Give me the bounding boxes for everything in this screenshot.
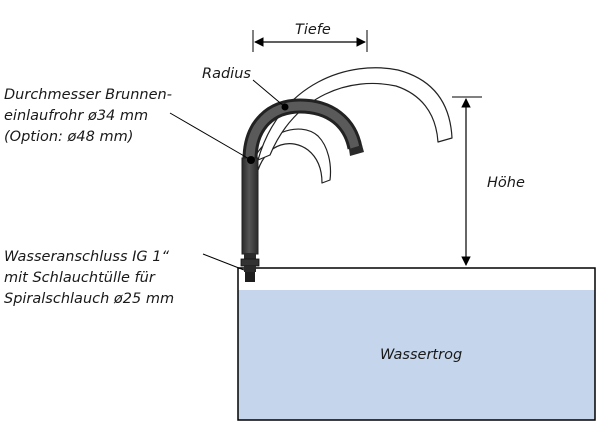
trough-label: Wassertrog: [380, 347, 463, 363]
diameter-leader-line: [169, 112, 252, 161]
radius-leader-line: [252, 79, 286, 108]
water-connection-label: Wasseranschluss IG 1“ mit Schlauchtülle …: [4, 247, 174, 310]
height-dimension: [452, 96, 482, 266]
water-trough: [237, 267, 596, 421]
water-connection-fitting: [240, 253, 260, 282]
trough-outline: [237, 267, 596, 421]
water-connection-line-1: Wasseranschluss IG 1“: [4, 249, 170, 265]
pipe-diameter-label: Durchmesser Brunnen- einlaufrohr ø34 mm …: [4, 85, 172, 148]
inlet-pipe-highlight: [245, 101, 360, 161]
connection-leader-line: [202, 253, 245, 271]
depth-dimension: [252, 30, 368, 52]
pipe-diameter-line-3: (Option: ø48 mm): [4, 129, 134, 145]
water-connection-line-3: Spiralschlauch ø25 mm: [4, 291, 175, 307]
radius-label: Radius: [202, 66, 251, 82]
spout-outline-large: [257, 67, 453, 161]
height-label: Höhe: [487, 175, 525, 191]
pipe-diameter-line-2: einlaufrohr ø34 mm: [4, 108, 149, 124]
pipe-diameter-line-1: Durchmesser Brunnen-: [4, 87, 172, 103]
water-connection-line-2: mit Schlauchtülle für: [4, 270, 155, 286]
inlet-pipe-vertical: [241, 157, 259, 255]
pipe-mouth: [349, 145, 364, 156]
water-fill: [238, 290, 595, 420]
depth-label: Tiefe: [295, 22, 331, 38]
